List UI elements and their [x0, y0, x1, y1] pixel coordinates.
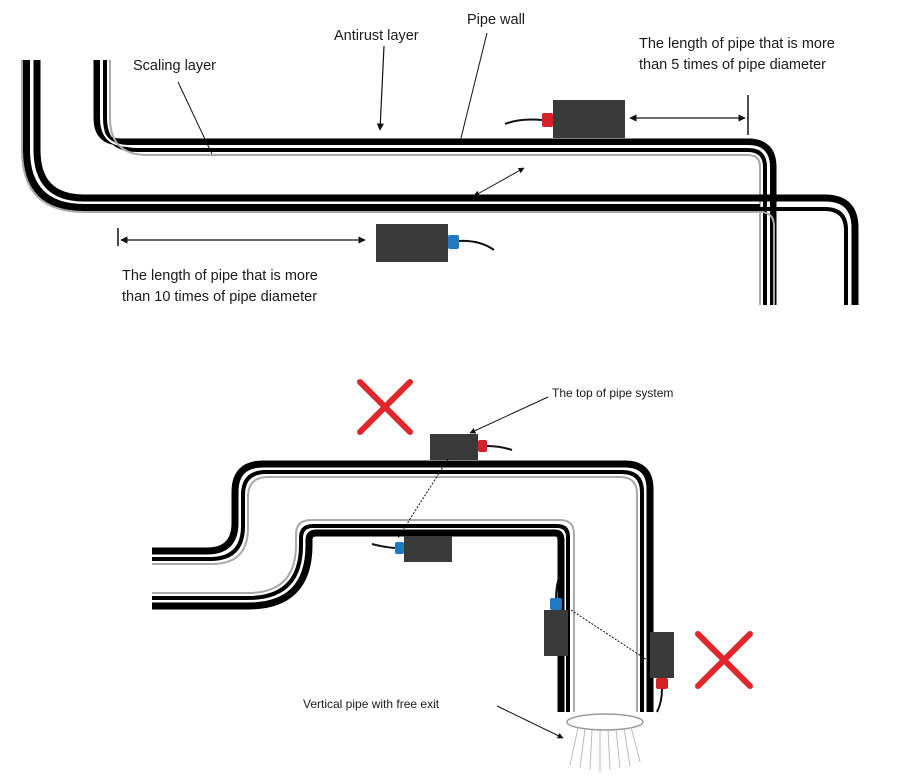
inner-pipe-sensor [371, 536, 452, 562]
vertical-left-sensor [544, 574, 568, 656]
length-10x-label-line2: than 10 times of pipe diameter [122, 289, 318, 305]
vertical-signal-path [570, 609, 648, 661]
cross-mark-icon [695, 631, 753, 689]
bottom-pipe [152, 460, 654, 712]
antirust-layer-label: Antirust layer [334, 28, 419, 44]
upper-pipe-sensor [504, 100, 625, 138]
top-of-pipe-leader [469, 396, 549, 434]
pipe-wall-label: Pipe wall [467, 12, 526, 28]
length-10x-label-line1: The length of pipe that is more [122, 268, 318, 284]
scaling-layer-leader [177, 81, 213, 155]
scaling-layer-label: Scaling layer [133, 58, 217, 74]
free-exit-leader [496, 705, 564, 739]
top-signal-path [473, 167, 525, 197]
top-pipe [21, 60, 859, 305]
pipe-wall-leader [459, 32, 488, 143]
top-of-pipe-label: The top of pipe system [552, 386, 674, 400]
water-spray [569, 726, 641, 772]
pipe-exit-opening [566, 713, 644, 731]
cross-mark-icon [357, 379, 413, 435]
top-of-pipe-sensor [430, 434, 513, 460]
length-5x-label-line1: The length of pipe that is more [639, 36, 835, 52]
antirust-layer-leader [376, 45, 385, 131]
length-5x-label-line2: than 5 times of pipe diameter [639, 57, 826, 73]
lower-pipe-sensor [376, 224, 495, 262]
vertical-free-exit-label: Vertical pipe with free exit [303, 697, 440, 711]
top-system-signal-path [397, 458, 449, 539]
vertical-right-sensor [650, 632, 674, 713]
